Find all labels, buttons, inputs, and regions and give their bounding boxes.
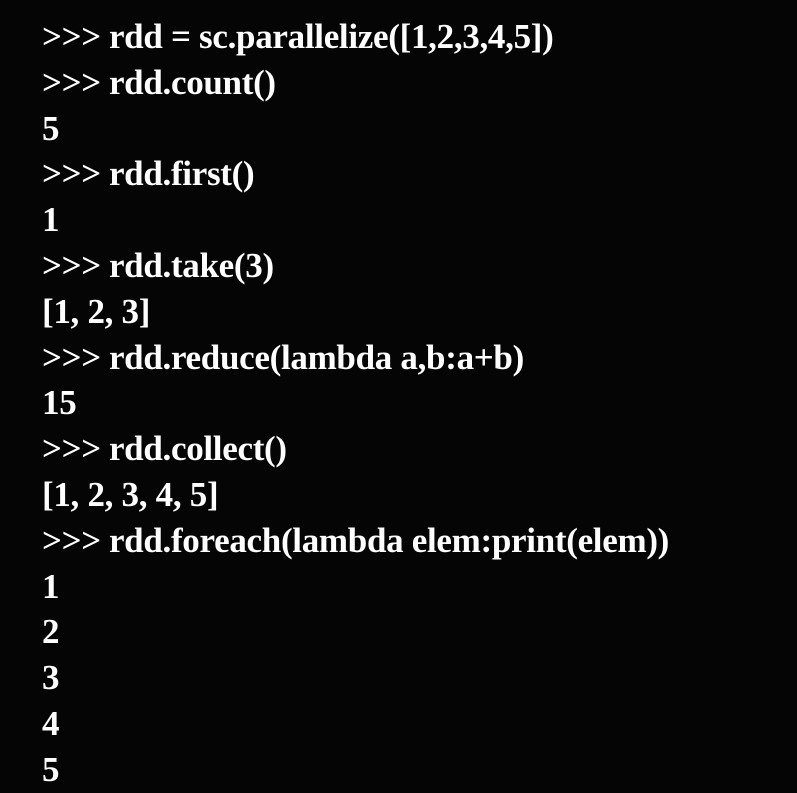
console-input-line: >>>rdd = sc.parallelize([1,2,3,4,5]) xyxy=(42,14,797,60)
console-input-line: >>>rdd.first() xyxy=(42,151,797,197)
result-text: 15 xyxy=(42,383,77,423)
command-text: rdd.reduce(lambda a,b:a+b) xyxy=(108,337,524,377)
console-output-line: 1 xyxy=(42,197,797,243)
prompt-marker: >>> xyxy=(42,62,101,102)
result-text: 4 xyxy=(42,703,60,743)
console-input-line: >>>rdd.foreach(lambda elem:print(elem)) xyxy=(42,518,797,564)
command-text: rdd.count() xyxy=(108,62,276,102)
console-output-line: 2 xyxy=(42,609,797,655)
console-input-line: >>>rdd.reduce(lambda a,b:a+b) xyxy=(42,335,797,381)
console-output-line: 5 xyxy=(42,747,797,793)
prompt-marker: >>> xyxy=(42,17,101,56)
command-text: rdd = sc.parallelize([1,2,3,4,5]) xyxy=(108,17,554,56)
result-text: 1 xyxy=(42,566,60,606)
console-output-line: 3 xyxy=(42,655,797,701)
console-input-line: >>>rdd.collect() xyxy=(42,426,797,472)
console-output-line: [1, 2, 3] xyxy=(42,289,797,335)
prompt-marker: >>> xyxy=(42,429,101,469)
result-text: [1, 2, 3] xyxy=(42,291,151,331)
prompt-marker: >>> xyxy=(42,337,101,377)
prompt-marker: >>> xyxy=(42,520,101,560)
result-text: 5 xyxy=(42,749,60,789)
command-text: rdd.first() xyxy=(108,154,255,194)
result-text: 1 xyxy=(42,200,60,240)
console-output-line: 1 xyxy=(42,564,797,610)
command-text: rdd.take(3) xyxy=(108,245,274,285)
result-text: 2 xyxy=(42,612,60,652)
command-text: rdd.collect() xyxy=(108,429,287,469)
console-output-line: 5 xyxy=(42,106,797,152)
command-text: rdd.foreach(lambda elem:print(elem)) xyxy=(108,520,670,560)
prompt-marker: >>> xyxy=(42,154,101,194)
console-output-line: 15 xyxy=(42,380,797,426)
prompt-marker: >>> xyxy=(42,245,101,285)
console-input-line: >>>rdd.take(3) xyxy=(42,243,797,289)
console-output-line: [1, 2, 3, 4, 5] xyxy=(42,472,797,518)
result-text: 3 xyxy=(42,658,60,698)
result-text: 5 xyxy=(42,108,60,148)
console-output-line: 4 xyxy=(42,701,797,747)
result-text: [1, 2, 3, 4, 5] xyxy=(42,474,219,514)
console-output: >>>rdd = sc.parallelize([1,2,3,4,5])>>>r… xyxy=(42,14,797,793)
console-input-line: >>>rdd.count() xyxy=(42,60,797,106)
